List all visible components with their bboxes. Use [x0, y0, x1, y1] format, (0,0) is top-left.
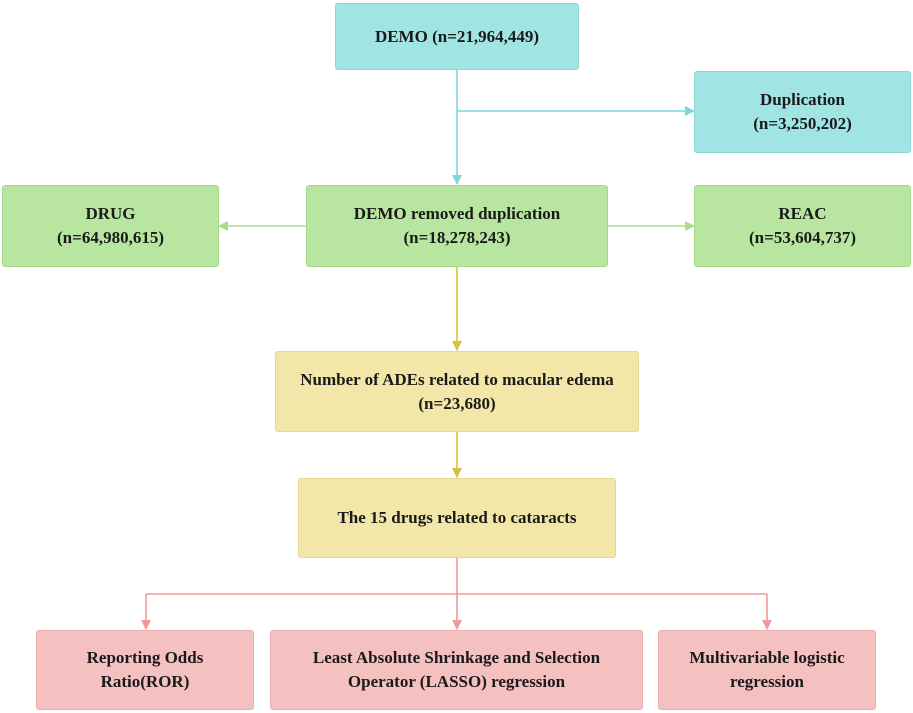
lasso-box: Least Absolute Shrinkage and Selection O… — [270, 630, 643, 710]
lasso-box-line2: Operator (LASSO) regression — [347, 672, 566, 691]
reac-box-count: (n=53,604,737) — [749, 228, 856, 247]
duplication-box-count: (n=3,250,202) — [753, 114, 852, 133]
lasso-box-line1: Least Absolute Shrinkage and Selection — [312, 648, 601, 667]
ades-box: Number of ADEs related to macular edema … — [275, 351, 639, 432]
drug-box-count: (n=64,980,615) — [57, 228, 164, 247]
mlr-box: Multivariable logistic regression — [658, 630, 876, 710]
duplication-box: Duplication (n=3,250,202) — [694, 71, 911, 153]
demo-box: DEMO (n=21,964,449) — [335, 3, 579, 70]
ades-box-count: (n=23,680) — [418, 393, 496, 413]
drug-box: DRUG (n=64,980,615) — [2, 185, 219, 267]
demo-box-label: DEMO (n=21,964,449) — [374, 26, 540, 46]
ades-box-label: Number of ADEs related to macular edema — [300, 369, 614, 389]
mlr-box-line1: Multivariable logistic — [689, 648, 845, 667]
ror-box-line2: Ratio(ROR) — [100, 672, 190, 691]
drugs15-box: The 15 drugs related to cataracts — [298, 478, 616, 558]
duplication-box-label: Duplication — [759, 90, 846, 109]
drug-box-label: DRUG — [85, 204, 136, 223]
demo-removed-box-label: DEMO removed duplication — [353, 204, 561, 223]
ror-box: Reporting Odds Ratio(ROR) — [36, 630, 254, 710]
reac-box-label: REAC — [778, 204, 827, 223]
mlr-box-line2: regression — [730, 672, 804, 691]
demo-removed-box-count: (n=18,278,243) — [403, 228, 511, 247]
drugs15-box-label: The 15 drugs related to cataracts — [337, 508, 577, 527]
reac-box: REAC (n=53,604,737) — [694, 185, 911, 267]
ror-box-line1: Reporting Odds — [86, 648, 204, 667]
demo-removed-box: DEMO removed duplication (n=18,278,243) — [306, 185, 608, 267]
